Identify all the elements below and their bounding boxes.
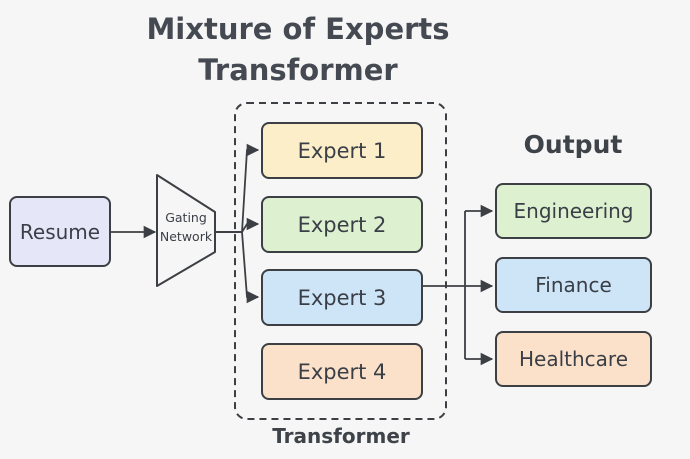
expert-2-box: Expert 2	[261, 196, 423, 253]
output-title: Output	[523, 130, 623, 159]
expert-1-box: Expert 1	[261, 122, 423, 179]
output-healthcare-box: Healthcare	[495, 331, 652, 387]
output-finance-box: Finance	[495, 257, 652, 313]
output-engineering-box: Engineering	[495, 183, 652, 239]
diagram-title-line-2: Transformer	[198, 53, 398, 87]
gating-network-label: Gating Network	[154, 208, 218, 246]
gating-network-shape	[156, 174, 216, 287]
arrow-gating-to-expert-1	[215, 143, 260, 233]
transformer-group-label: Transformer	[272, 424, 410, 448]
expert-3-box: Expert 3	[261, 269, 423, 326]
expert-4-box: Expert 4	[261, 343, 423, 400]
arrow-gating-to-expert-3	[215, 231, 260, 304]
arrow-gating-to-expert-2	[215, 217, 260, 233]
resume-input-box: Resume	[9, 196, 111, 267]
gating-label-line-1: Gating	[165, 210, 207, 225]
transformer-group-border	[234, 102, 447, 420]
gating-label-line-2: Network	[159, 229, 213, 244]
diagram-title-line-1: Mixture of Experts	[146, 12, 450, 46]
